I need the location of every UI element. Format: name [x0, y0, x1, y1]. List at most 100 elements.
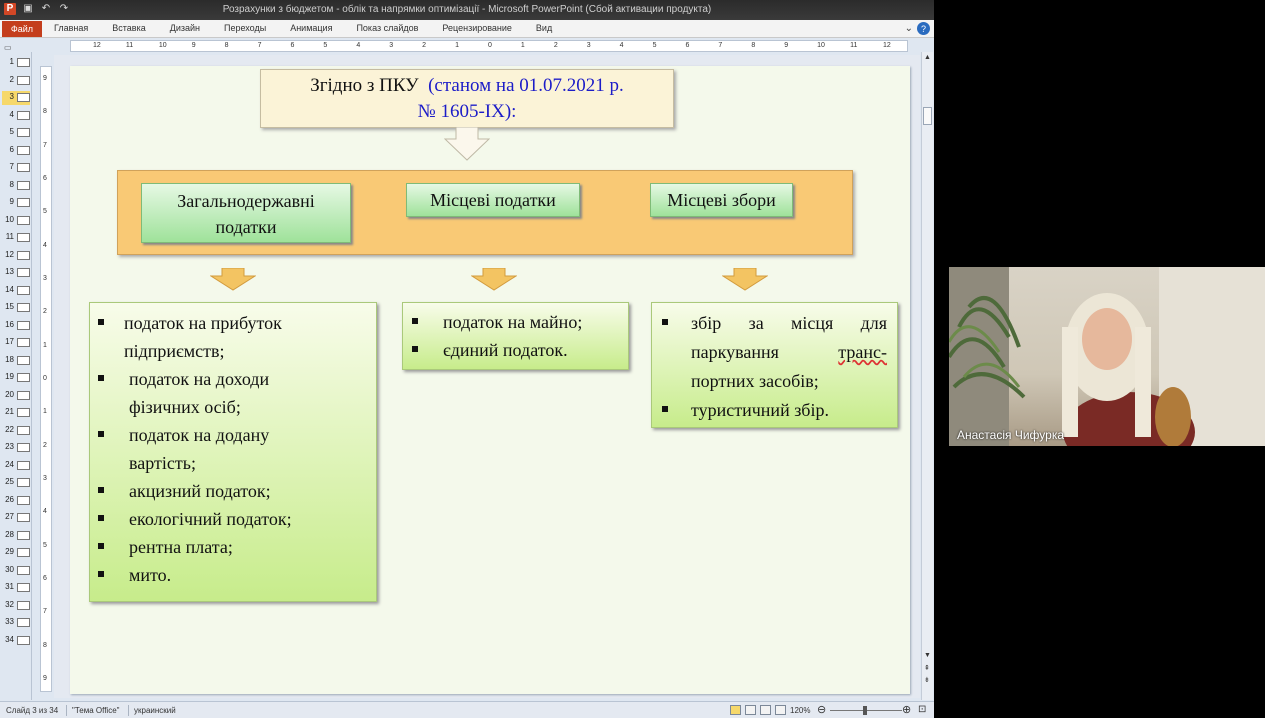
slide-thumbnail[interactable]: 31 — [2, 581, 30, 595]
ruler-tick-label: 7 — [43, 141, 47, 149]
bullet-icon — [98, 515, 104, 521]
category-national-taxes[interactable]: Загальнодержавні податки — [141, 183, 351, 243]
scroll-up-icon[interactable]: ▲ — [924, 54, 931, 61]
slide-thumbnail[interactable]: 2 — [2, 74, 30, 88]
slide-thumbnail[interactable]: 8 — [2, 179, 30, 193]
slide-thumbnail[interactable]: 15 — [2, 301, 30, 315]
ruler-tick-label: 3 — [43, 275, 47, 282]
slide-thumbnail[interactable]: 33 — [2, 616, 30, 630]
slide-thumbnail[interactable]: 7 — [2, 161, 30, 175]
slide-thumbnail[interactable]: 14 — [2, 284, 30, 298]
slide-thumbnail[interactable]: 28 — [2, 529, 30, 543]
previous-slide-icon[interactable]: ⇞ — [924, 665, 930, 672]
slide-thumbnail[interactable]: 27 — [2, 511, 30, 525]
slide-thumbnail[interactable]: 11 — [2, 231, 30, 245]
ruler-tick-label: 5 — [43, 541, 47, 549]
local-fees-list[interactable]: збір за місця для паркування транс- порт… — [651, 302, 898, 428]
slide-thumbnail[interactable]: 20 — [2, 389, 30, 403]
zoom-out-icon[interactable]: ⊖ — [817, 704, 827, 716]
redo-icon[interactable]: ↷ — [59, 3, 69, 14]
undo-icon[interactable]: ↶ — [41, 3, 51, 14]
chevron-down-icon[interactable]: ⌄ — [904, 23, 913, 34]
fit-to-window-icon[interactable]: ⊡ — [918, 704, 927, 715]
slide-thumbnail[interactable]: 3 — [2, 91, 30, 105]
tab-animation[interactable]: Анимация — [290, 23, 333, 33]
normal-view-icon[interactable] — [730, 705, 741, 715]
slide-thumbnail[interactable]: 19 — [2, 371, 30, 385]
slide-thumbnail-number: 21 — [5, 407, 14, 416]
ruler-tick-label: 4 — [356, 42, 361, 49]
ruler-tick-label: 12 — [93, 42, 101, 49]
tab-file[interactable]: Файл — [2, 21, 42, 37]
slide-sorter-view-icon[interactable] — [745, 705, 756, 715]
scrollbar-thumb[interactable] — [923, 107, 932, 125]
ribbon-controls: ⌄ ? — [905, 22, 930, 36]
slide-thumbnail[interactable]: 5 — [2, 126, 30, 140]
zoom-level[interactable]: 120% — [790, 706, 811, 715]
reading-view-icon[interactable] — [760, 705, 771, 715]
tab-view[interactable]: Вид — [535, 23, 553, 33]
slide-thumbnail[interactable]: 22 — [2, 424, 30, 438]
participant-video[interactable]: Анастасія Чифурка — [949, 267, 1265, 446]
language[interactable]: украинский — [134, 706, 176, 715]
slide-thumbnail[interactable]: 10 — [2, 214, 30, 228]
source-box[interactable]: Згідно з ПКУ (станом на 01.07.2021 р. № … — [260, 69, 674, 128]
list-item-text: мито. — [129, 565, 172, 585]
ruler-tick-label: 5 — [43, 208, 47, 216]
slide-thumbnail[interactable]: 29 — [2, 546, 30, 560]
ruler-tick-label: 5 — [652, 42, 657, 49]
slide-thumbnail[interactable]: 34 — [2, 634, 30, 648]
list-item-text: податок на доходи — [129, 369, 270, 389]
slide-thumbnail[interactable]: 26 — [2, 494, 30, 508]
ruler-tick-label: 2 — [553, 42, 558, 49]
slide-thumbnail[interactable]: 21 — [2, 406, 30, 420]
tab-home[interactable]: Главная — [54, 23, 89, 33]
category-local-fees[interactable]: Місцеві збори — [650, 183, 793, 217]
tab-slideshow[interactable]: Показ слайдов — [356, 23, 419, 33]
list-item: туристичний збір. — [662, 396, 887, 425]
zoom-slider-handle[interactable] — [863, 706, 867, 715]
slide-thumbnail[interactable]: 30 — [2, 564, 30, 578]
collapse-panel-icon[interactable]: ▭ — [4, 43, 12, 52]
zoom-in-icon[interactable]: ⊕ — [902, 704, 912, 716]
category-local-taxes[interactable]: Місцеві податки — [406, 183, 580, 217]
slide-thumbnail[interactable]: 4 — [2, 109, 30, 123]
tab-transitions[interactable]: Переходы — [223, 23, 267, 33]
local-taxes-list[interactable]: податок на майно; єдиний податок. — [402, 302, 629, 370]
powerpoint-logo-icon[interactable]: P — [4, 3, 16, 15]
ruler-tick-label: 12 — [883, 42, 891, 49]
slide-thumbnail[interactable]: 9 — [2, 196, 30, 210]
slide-thumbnail-preview — [17, 163, 30, 172]
slide-thumbnail[interactable]: 6 — [2, 144, 30, 158]
quick-access-toolbar: P ▣ ↶ ↷ — [4, 3, 70, 15]
slide-thumbnail-number: 29 — [5, 547, 14, 556]
slide-thumbnail[interactable]: 17 — [2, 336, 30, 350]
tab-review[interactable]: Рецензирование — [442, 23, 512, 33]
slide-thumbnail[interactable]: 13 — [2, 266, 30, 280]
slide-thumbnail[interactable]: 1 — [2, 56, 30, 70]
tab-insert[interactable]: Вставка — [112, 23, 146, 33]
list-item-text: туристичний збір. — [691, 400, 829, 420]
slide-thumbnail[interactable]: 25 — [2, 476, 30, 490]
slide-thumbnail[interactable]: 18 — [2, 354, 30, 368]
slide-thumbnail[interactable]: 12 — [2, 249, 30, 263]
help-icon[interactable]: ? — [917, 22, 930, 35]
ruler-tick-label: 3 — [389, 42, 394, 49]
slide-thumbnail-number: 8 — [9, 179, 14, 189]
scroll-down-icon[interactable]: ▼ — [924, 652, 931, 659]
slideshow-view-icon[interactable] — [775, 705, 786, 715]
slide-thumbnail[interactable]: 32 — [2, 599, 30, 613]
tab-design[interactable]: Дизайн — [169, 23, 200, 33]
next-slide-icon[interactable]: ⇟ — [924, 677, 930, 684]
slide-thumbnail[interactable]: 16 — [2, 319, 30, 333]
slide-thumbnail-number: 20 — [5, 389, 14, 399]
slide-thumbnail-number: 31 — [5, 582, 14, 591]
slide-thumbnail[interactable]: 24 — [2, 459, 30, 473]
slide-thumbnail[interactable]: 23 — [2, 441, 30, 455]
vertical-scrollbar[interactable]: ▲ ▼ ⇞ ⇟ — [921, 52, 933, 700]
save-icon[interactable]: ▣ — [23, 3, 33, 14]
slide-thumbnail-preview — [17, 128, 30, 137]
ruler-tick-label: 2 — [422, 42, 427, 49]
ruler-tick-label: 6 — [290, 42, 295, 49]
